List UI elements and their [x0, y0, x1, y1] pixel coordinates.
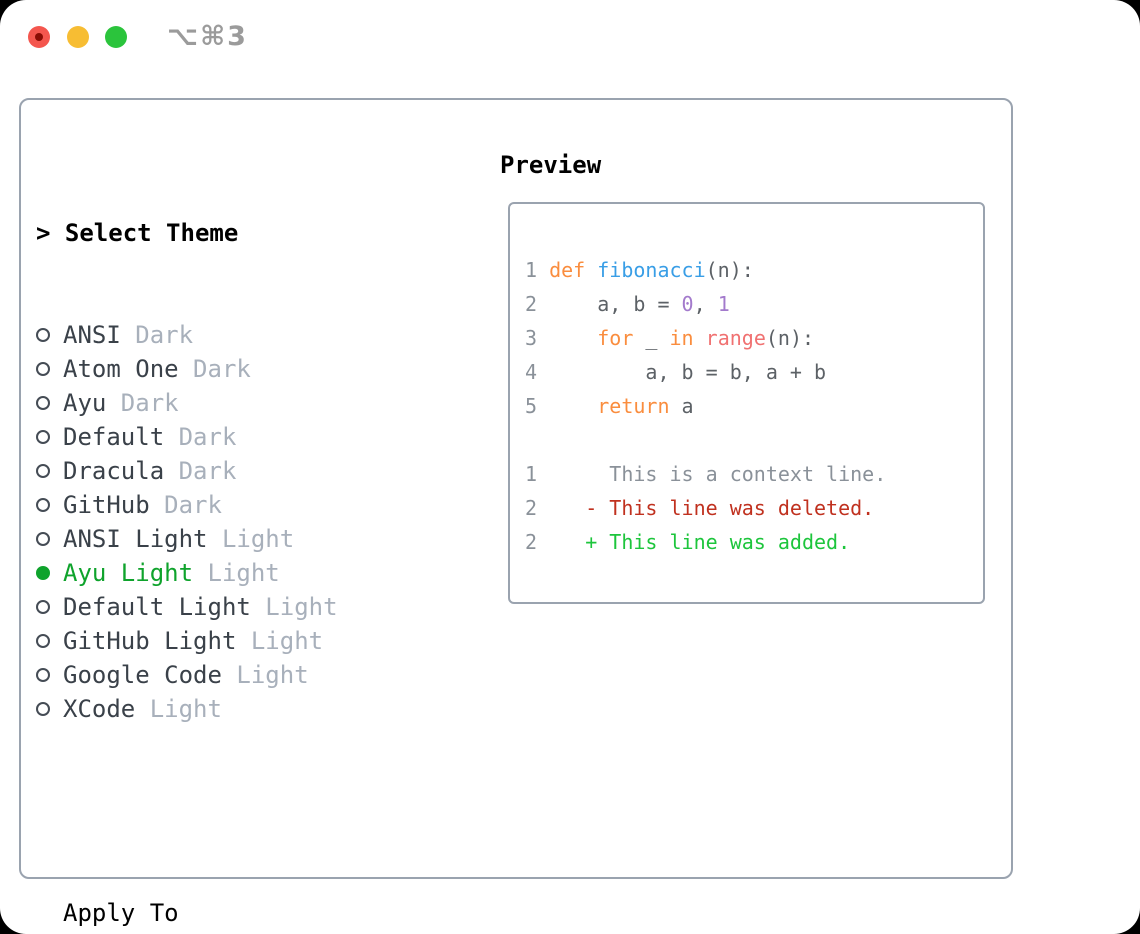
variant-tag: Light	[221, 661, 309, 689]
radio-icon	[36, 702, 50, 716]
select-theme-label: Select Theme	[64, 219, 239, 247]
variant-tag: Dark	[178, 355, 251, 383]
option-label: ANSI	[63, 321, 121, 349]
theme-option[interactable]: XCode Light	[36, 692, 476, 726]
zoom-button-icon[interactable]	[105, 26, 127, 48]
theme-option[interactable]: GitHub Dark	[36, 488, 476, 522]
code-line: 1 This is a context line.	[525, 462, 887, 486]
radio-icon	[36, 430, 50, 444]
code-line: 5 return a	[525, 394, 694, 418]
radio-icon	[36, 328, 50, 342]
theme-option[interactable]: Dracula Dark	[36, 454, 476, 488]
code-line: 2 a, b = 0, 1	[525, 292, 730, 316]
minimize-button-icon[interactable]	[67, 26, 89, 48]
variant-tag: Light	[135, 695, 222, 723]
code-line	[525, 423, 983, 457]
select-theme-header: > Select Theme	[36, 216, 476, 250]
radio-icon	[36, 566, 50, 580]
code-line: 4 a, b = b, a + b	[525, 360, 827, 384]
theme-option[interactable]: Ayu Dark	[36, 386, 476, 420]
apply-to-header: Apply To	[63, 899, 179, 927]
option-label: Ayu	[63, 389, 107, 417]
option-label: Default Light	[63, 593, 251, 621]
code-line: 2 + This line was added.	[525, 530, 851, 554]
option-label: ANSI Light	[63, 525, 208, 553]
code-preview: 1 def fibonacci(n): 2 a, b = 0, 1 3 for _ …	[508, 202, 985, 604]
theme-option[interactable]: ANSI Dark	[36, 318, 476, 352]
variant-tag: Dark	[149, 491, 222, 519]
theme-option[interactable]: ANSI Light Light	[36, 522, 476, 556]
radio-icon	[36, 600, 50, 614]
option-label: XCode	[63, 695, 136, 723]
theme-option[interactable]: GitHub Light Light	[36, 624, 476, 658]
theme-option[interactable]: Ayu Light Light	[36, 556, 476, 590]
radio-icon	[36, 362, 50, 376]
radio-icon	[36, 668, 50, 682]
radio-icon	[36, 498, 50, 512]
preview-header: Preview	[500, 151, 602, 179]
code-line: 1 def fibonacci(n):	[525, 258, 754, 282]
variant-tag: Light	[193, 559, 280, 587]
variant-tag: Light	[236, 627, 324, 655]
variant-tag: Dark	[120, 321, 194, 349]
radio-icon	[36, 396, 50, 410]
window-title: ⌥⌘3	[167, 21, 248, 52]
variant-tag: Light	[250, 593, 338, 621]
spacer	[36, 794, 476, 828]
cursor-icon: >	[36, 219, 51, 247]
theme-option[interactable]: Default Dark	[36, 420, 476, 454]
radio-icon	[36, 634, 50, 648]
theme-option[interactable]: Google Code Light	[36, 658, 476, 692]
theme-option[interactable]: Atom One Dark	[36, 352, 476, 386]
close-button-icon[interactable]	[28, 26, 50, 48]
variant-tag: Light	[207, 525, 295, 553]
option-label: Google Code	[63, 661, 222, 689]
option-label: GitHub	[63, 491, 150, 519]
option-label: Atom One	[63, 355, 179, 383]
option-label: Dracula	[63, 457, 165, 485]
option-label: Ayu Light	[63, 559, 194, 587]
radio-icon	[36, 464, 50, 478]
variant-tag: Dark	[164, 423, 237, 451]
titlebar: ⌥⌘3	[0, 0, 1140, 74]
option-label: GitHub Light	[63, 627, 237, 655]
option-label: Default	[63, 423, 165, 451]
code-line: 2 - This line was deleted.	[525, 496, 875, 520]
variant-tag: Dark	[164, 457, 237, 485]
variant-tag: Dark	[106, 389, 179, 417]
radio-icon	[36, 532, 50, 546]
code-line: 3 for _ in range(n):	[525, 326, 815, 350]
theme-option[interactable]: Default Light Light	[36, 590, 476, 624]
